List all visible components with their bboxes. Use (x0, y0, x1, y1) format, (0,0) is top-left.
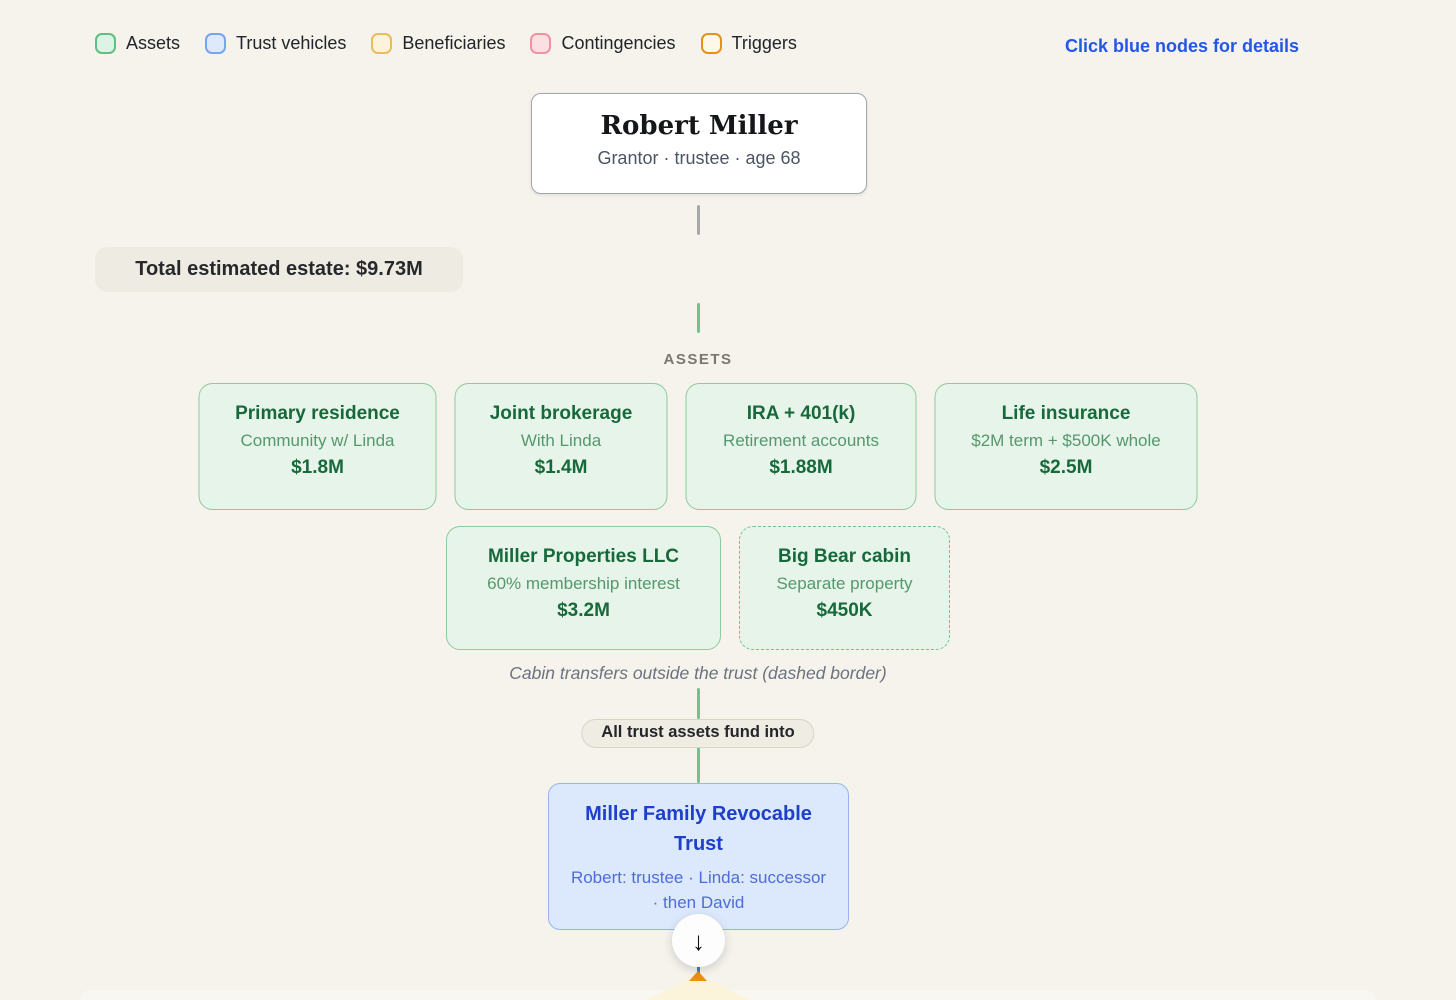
legend: Assets Trust vehicles Beneficiaries Cont… (95, 33, 797, 54)
down-arrow-icon: ↓ (692, 925, 705, 956)
asset-value: $1.8M (291, 457, 344, 478)
asset-subtitle: Retirement accounts (723, 431, 879, 450)
total-estate-badge: Total estimated estate: $9.73M (95, 247, 463, 292)
legend-item-assets: Assets (95, 33, 180, 54)
asset-card-joint-brokerage: Joint brokerage With Linda $1.4M (454, 383, 668, 510)
asset-title: Joint brokerage (489, 403, 633, 424)
legend-label: Assets (126, 33, 181, 53)
asset-subtitle: Separate property (776, 574, 913, 593)
assets-section-label: ASSETS (663, 351, 733, 368)
legend-item-trust-vehicles: Trust vehicles (205, 33, 346, 54)
asset-value: $1.88M (769, 457, 833, 478)
asset-subtitle: Community w/ Linda (240, 431, 395, 450)
trust-vehicles-swatch-icon (205, 33, 227, 54)
legend-label: Contingencies (561, 33, 676, 53)
cabin-caption: Cabin transfers outside the trust (dashe… (509, 663, 887, 683)
asset-title: Life insurance (1001, 403, 1131, 424)
asset-value: $450K (816, 600, 873, 621)
asset-cards-row-1: Primary residence Community w/ Linda $1.… (198, 383, 1198, 510)
legend-label: Triggers (731, 33, 797, 53)
asset-subtitle: 60% membership interest (487, 574, 680, 593)
trust-title: Miller Family Revocable Trust (585, 803, 812, 855)
asset-card-primary-residence: Primary residence Community w/ Linda $1.… (198, 383, 437, 510)
funding-pill: All trust assets fund into (581, 719, 815, 748)
asset-title: Big Bear cabin (777, 546, 912, 567)
trust-subtitle: Robert: trustee · Linda: successor · the… (570, 868, 827, 912)
click-blue-nodes-hint[interactable]: Click blue nodes for details (1065, 36, 1300, 56)
grantor-node: Robert Miller Grantor · trustee · age 68 (531, 93, 867, 194)
legend-label: Beneficiaries (402, 33, 506, 53)
connector-grantor-down (697, 205, 700, 235)
asset-value: $3.2M (557, 600, 610, 621)
legend-item-beneficiaries: Beneficiaries (371, 33, 505, 54)
grantor-subtitle: Grantor · trustee · age 68 (597, 148, 801, 168)
connector-pill-to-trust (697, 747, 700, 783)
asset-title: IRA + 401(k) (746, 403, 856, 424)
asset-subtitle: $2M term + $500K whole (971, 431, 1161, 450)
trust-node-miller-family-revocable-trust[interactable]: Miller Family Revocable Trust Robert: tr… (548, 783, 849, 930)
contingencies-swatch-icon (530, 33, 552, 54)
legend-item-triggers: Triggers (700, 33, 797, 54)
asset-title: Primary residence (235, 403, 400, 424)
grantor-name: Robert Miller (600, 111, 798, 141)
asset-subtitle: With Linda (520, 431, 602, 450)
asset-card-big-bear-cabin: Big Bear cabin Separate property $450K (739, 526, 950, 650)
asset-value: $1.4M (534, 457, 588, 478)
beneficiaries-swatch-icon (371, 33, 393, 54)
asset-card-life-insurance: Life insurance $2M term + $500K whole $2… (934, 383, 1198, 510)
scroll-down-button[interactable]: ↓ (672, 914, 725, 967)
trigger-diamond-tip-icon (689, 971, 707, 981)
legend-label: Trust vehicles (236, 33, 347, 53)
connector-assets-to-pill (697, 688, 700, 719)
triggers-swatch-icon (700, 33, 722, 54)
asset-card-ira-401k: IRA + 401(k) Retirement accounts $1.88M (685, 383, 917, 510)
assets-swatch-icon (95, 33, 116, 54)
asset-card-miller-properties-llc: Miller Properties LLC 60% membership int… (446, 526, 721, 650)
asset-title: Miller Properties LLC (487, 546, 680, 567)
asset-value: $2.5M (1039, 457, 1093, 478)
asset-cards-row-2: Miller Properties LLC 60% membership int… (446, 526, 950, 650)
legend-item-contingencies: Contingencies (530, 33, 676, 54)
connector-to-assets (697, 303, 700, 333)
